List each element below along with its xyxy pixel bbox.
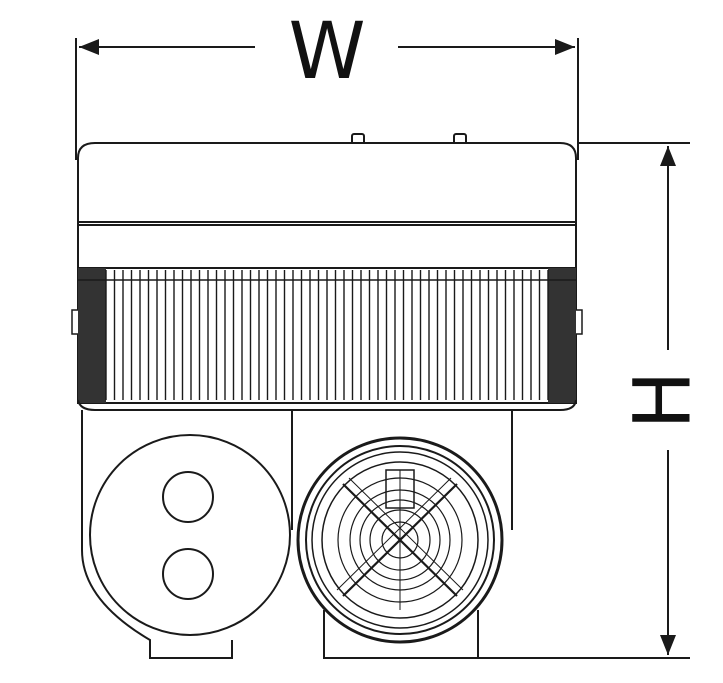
height-label: H bbox=[618, 371, 708, 430]
cable-hole-bottom bbox=[162, 548, 214, 600]
gland-cover-disc bbox=[89, 434, 291, 636]
left-housing-body bbox=[81, 410, 233, 659]
cable-hole-top bbox=[162, 471, 214, 523]
top-cap bbox=[77, 133, 577, 269]
cap-collar bbox=[77, 221, 577, 269]
width-dimension bbox=[75, 38, 579, 160]
ribbed-ring bbox=[71, 267, 583, 411]
sounder-unit bbox=[296, 436, 504, 644]
height-dimension bbox=[478, 142, 690, 659]
cap-dome bbox=[77, 142, 577, 223]
gland-cover bbox=[89, 434, 291, 636]
width-label: W bbox=[288, 7, 365, 97]
right-housing-base bbox=[323, 610, 479, 659]
lower-housing bbox=[81, 410, 513, 659]
